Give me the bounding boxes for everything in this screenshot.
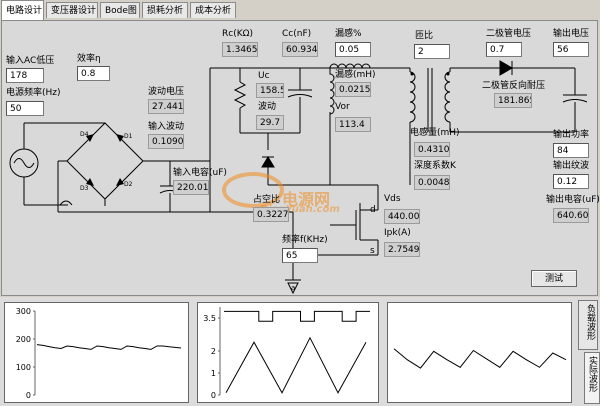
depth-k-value: 0.00487 [414,175,450,190]
vin-ac-min-field[interactable]: 178 [6,68,44,83]
load-waveform-chart: 300 200 100 0 [4,302,189,403]
duty-cycle-label: 占空比 [253,195,281,205]
drain-pin-label: d [370,205,376,215]
tab-actual-waveform[interactable]: 实际波形 [584,352,600,404]
vor-value: 113.4 [335,117,371,132]
inductance-value: 0.43102 [414,142,450,157]
diode-voltage-field[interactable]: 0.7 [486,42,522,57]
efficiency-label: 效率η [77,54,101,64]
cc-label: Cc(nF) [282,29,312,39]
output-voltage-field[interactable]: 56 [553,42,589,57]
duty-cycle-value: 0.32270 [253,207,289,222]
switch-waveform-chart: 3.5 2 1 0 [197,302,379,403]
source-pin-label: s [370,246,375,256]
input-ripple-label: 输入波动 [148,122,185,132]
output-ripple-field[interactable]: 0.12 [553,174,589,189]
ground-label: a [291,284,296,292]
tab-loss-analysis[interactable]: 损耗分析 [142,2,188,18]
leakage-mh-value: 0.02155 [335,82,371,97]
rc-value: 1.34655 [222,42,258,57]
switch-waveform-plot: 3.5 2 1 0 [203,307,370,400]
input-cap-value: 220.016 [173,180,209,195]
y-tick-label: 0 [211,391,216,400]
ripple2-label: 波动 [258,102,277,112]
load-voltage-series [36,344,182,350]
output-power-field[interactable]: 84 [553,143,589,158]
input-ripple-value: 0.10901 [148,134,184,149]
output-cap-label: 输出电容(uF) [546,195,600,205]
input-cap-label: 输入电容(uF) [173,168,227,178]
y-tick-label: 200 [16,335,31,344]
switch-frequency-field[interactable]: 65 [282,248,318,263]
line-frequency-label: 电源频率(Hz) [6,88,61,98]
svg-text:D2: D2 [124,181,133,188]
turns-ratio-field[interactable]: 2 [414,44,450,59]
actual-waveform-chart [387,302,572,403]
uc-label: Uc [258,71,270,81]
output-cap-value: 640.606 [553,208,589,223]
vor-label: Vor [335,102,350,112]
watermark-url: DianYuan.com [260,204,340,215]
output-ripple-series [393,348,567,369]
tab-transformer-design[interactable]: 变压器设计 [46,2,98,18]
turns-ratio-label: 匝比 [415,31,434,41]
leakage-percent-label: 漏感% [335,29,362,39]
output-ripple-label: 输出纹波 [553,161,590,171]
inductance-label: 电感量(mH) [410,128,460,138]
vds-label: Vds [384,194,401,204]
ripple-voltage-value: 27.4414 [148,99,184,114]
depth-k-label: 深度系数K [414,161,456,171]
svg-text:D1: D1 [124,133,133,140]
y-tick-label: 1 [211,369,216,378]
diode-voltage-label: 二极管电压 [486,29,532,39]
output-power-label: 输出功率 [553,130,590,140]
test-button[interactable]: 测试 [531,270,577,287]
ipk-label: Ipk(A) [384,228,411,238]
diode-reverse-voltage-value: 181.865 [494,93,532,108]
rc-label: Rc(KΩ) [222,29,254,39]
drain-current-series [225,336,367,394]
leakage-percent-field[interactable]: 0.05 [335,42,371,57]
cc-value: 60.9344 [282,42,318,57]
y-tick-label: 2 [211,347,216,356]
efficiency-field[interactable]: 0.8 [77,66,110,81]
output-voltage-label: 输出电压 [553,29,590,39]
svg-text:D3: D3 [80,185,89,192]
uc-value: 158.5 [256,83,284,98]
vin-ac-min-label: 输入AC低压 [6,56,55,66]
y-tick-label: 0 [26,391,31,400]
ground-symbol [287,282,299,295]
flyback-schematic: D4 D1 D3 D2 [9,60,588,295]
vds-value: 440.005 [384,209,420,224]
gate-pulse-series [224,310,370,322]
bridge-diodes [86,72,450,186]
tab-load-waveform[interactable]: 负载波形 [578,300,598,350]
ipk-value: 2.75491 [384,242,420,257]
ripple-voltage-label: 波动电压 [148,87,185,97]
actual-waveform-plot [393,348,567,369]
switch-frequency-label: 频率f(KHz) [282,235,328,245]
y-tick-label: 3.5 [203,314,216,323]
tab-bar: 电路设计 变压器设计 Bode图 损耗分析 成本分析 [0,0,600,20]
svg-text:D4: D4 [80,131,89,138]
tab-bode-plot[interactable]: Bode图 [100,2,140,18]
watermark-brand: 电源网 [282,190,331,209]
ripple2-value: 29.7 [256,115,284,130]
diode-reverse-voltage-label: 二极管反向耐压 [482,81,546,91]
y-tick-label: 300 [16,307,31,316]
line-frequency-field[interactable]: 50 [6,101,44,116]
watermark-logo [222,172,284,208]
tab-cost-analysis[interactable]: 成本分析 [190,2,236,18]
leakage-mh-label: 漏感(mH) [335,70,376,80]
y-tick-label: 100 [16,363,31,372]
load-waveform-plot: 300 200 100 0 [16,307,182,400]
tab-circuit-design[interactable]: 电路设计 [1,0,44,20]
